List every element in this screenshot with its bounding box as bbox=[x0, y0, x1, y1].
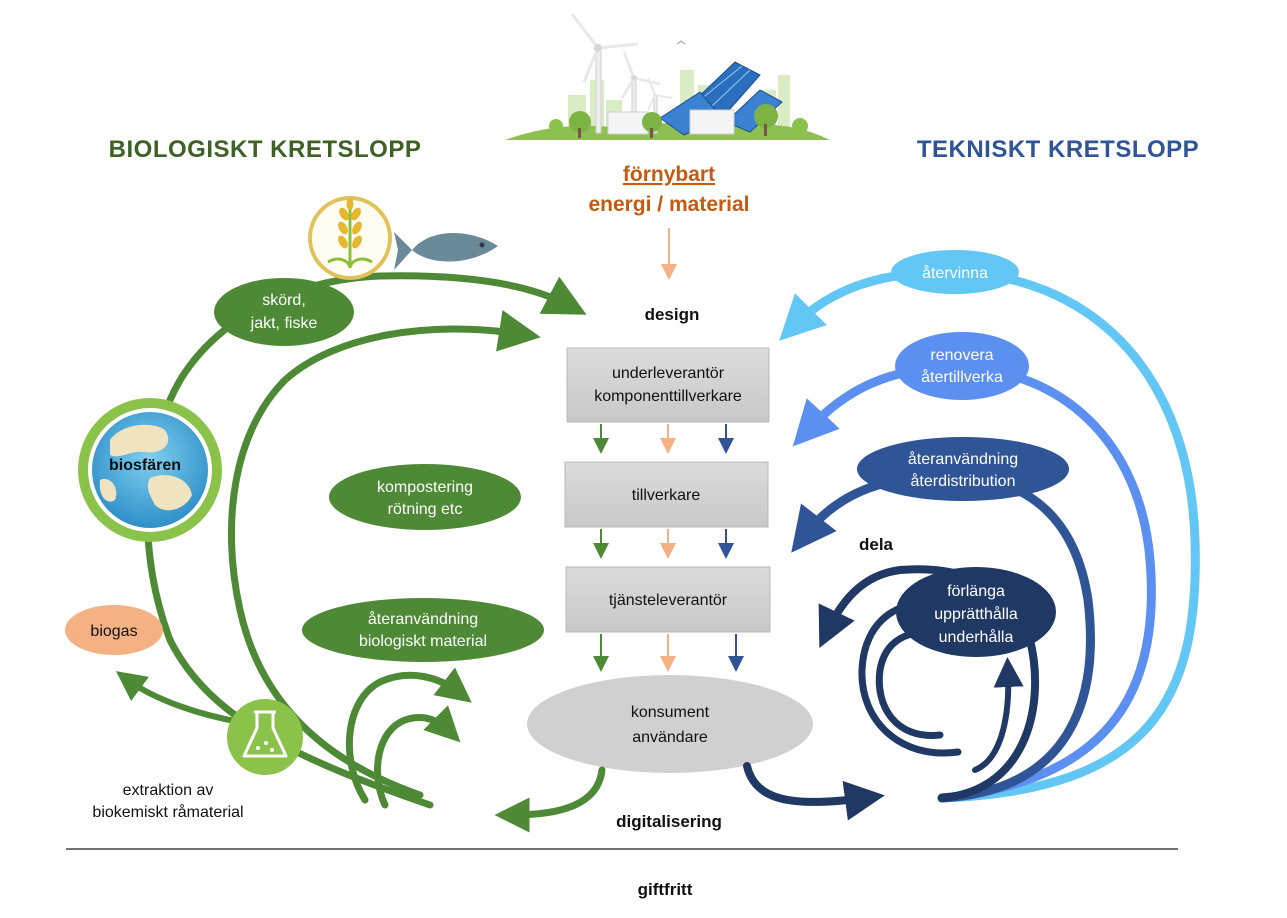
extend-up-arrow bbox=[972, 657, 1024, 773]
bird-icon bbox=[676, 40, 686, 45]
flow-arrows bbox=[593, 424, 744, 672]
digitalisation-label: digitalisering bbox=[616, 812, 722, 831]
extend-oval bbox=[896, 567, 1056, 657]
consumer-label: konsument bbox=[631, 704, 710, 721]
design-label: design bbox=[645, 305, 700, 324]
share-label: dela bbox=[859, 535, 894, 554]
manufacturer-box bbox=[564, 461, 769, 528]
service-provider-label: tjänsteleverantör bbox=[609, 592, 728, 609]
harvest-arc bbox=[144, 272, 587, 809]
consumer-to-tech-arrow bbox=[743, 762, 885, 821]
consumer-ellipse bbox=[527, 675, 813, 773]
bio-reuse-oval bbox=[302, 598, 544, 662]
manufacturer-label: tillverkare bbox=[632, 487, 701, 504]
remanufacture-label: återtillverka bbox=[921, 368, 1003, 386]
subsupplier-label: underleverantör bbox=[612, 365, 725, 382]
globe-icon bbox=[78, 398, 222, 542]
reuse-curl-outer bbox=[345, 667, 472, 804]
bio-reuse-label: återanvändning bbox=[368, 610, 478, 628]
recycle-oval bbox=[891, 250, 1019, 294]
harvest-label: skörd, bbox=[262, 292, 306, 309]
source-label-energy-material: energi / material bbox=[588, 193, 749, 216]
refurbish-oval bbox=[895, 332, 1029, 400]
harvest-oval bbox=[214, 278, 354, 346]
wheat-icon bbox=[308, 196, 392, 280]
compost-oval bbox=[329, 464, 521, 530]
digestion-label: rötning etc bbox=[388, 501, 463, 518]
biological-cycle-heading: BIOLOGISKT KRETSLOPP bbox=[109, 136, 422, 163]
maintain-label: upprätthålla bbox=[934, 605, 1018, 623]
biosphere-label: biosfären bbox=[109, 457, 181, 474]
consumer-to-bio-arrow bbox=[494, 766, 606, 833]
service-label: underhålla bbox=[939, 628, 1014, 646]
biogas-oval bbox=[65, 605, 163, 655]
recycle-arc bbox=[779, 267, 1200, 803]
source-label-renewable: förnybart bbox=[623, 163, 715, 186]
biochemical-raw-material-label: biokemiskt råmaterial bbox=[92, 803, 243, 821]
bio-material-label: biologiskt material bbox=[359, 633, 487, 650]
flask-icon bbox=[227, 699, 303, 775]
technical-cycle bbox=[743, 267, 1200, 821]
recycle-label: återvinna bbox=[922, 264, 988, 282]
tech-reuse-oval bbox=[857, 437, 1069, 501]
nontoxic-label: giftfritt bbox=[638, 880, 693, 899]
refurbish-arc bbox=[792, 363, 1156, 803]
composting-label: kompostering bbox=[377, 479, 473, 496]
service-provider-box bbox=[565, 566, 771, 633]
reuse-curl-inner bbox=[374, 705, 461, 809]
trees bbox=[549, 104, 808, 138]
renewable-energy-illustration bbox=[505, 13, 830, 140]
tech-reuse-label: återanvändning bbox=[908, 450, 1018, 468]
compost-arc bbox=[228, 310, 541, 799]
biogas-label: biogas bbox=[90, 623, 137, 640]
refurbish-label: renovera bbox=[930, 347, 993, 364]
extraction-label: extraktion av bbox=[123, 782, 214, 799]
building bbox=[689, 109, 735, 135]
technical-cycle-heading: TEKNISKT KRETSLOPP bbox=[917, 136, 1199, 163]
building bbox=[607, 111, 649, 135]
component-manufacturer-label: komponenttillverkare bbox=[594, 388, 742, 405]
subsupplier-box bbox=[566, 347, 770, 423]
user-label: användare bbox=[632, 729, 708, 746]
extend-label: förlänga bbox=[947, 583, 1005, 600]
redistribution-label: återdistribution bbox=[911, 472, 1016, 490]
value-chain: underleverantör komponenttillverkare til… bbox=[527, 347, 813, 773]
biogas-arrow bbox=[115, 671, 243, 725]
hunt-fish-label: jakt, fiske bbox=[250, 315, 318, 332]
fish-icon bbox=[394, 232, 498, 270]
